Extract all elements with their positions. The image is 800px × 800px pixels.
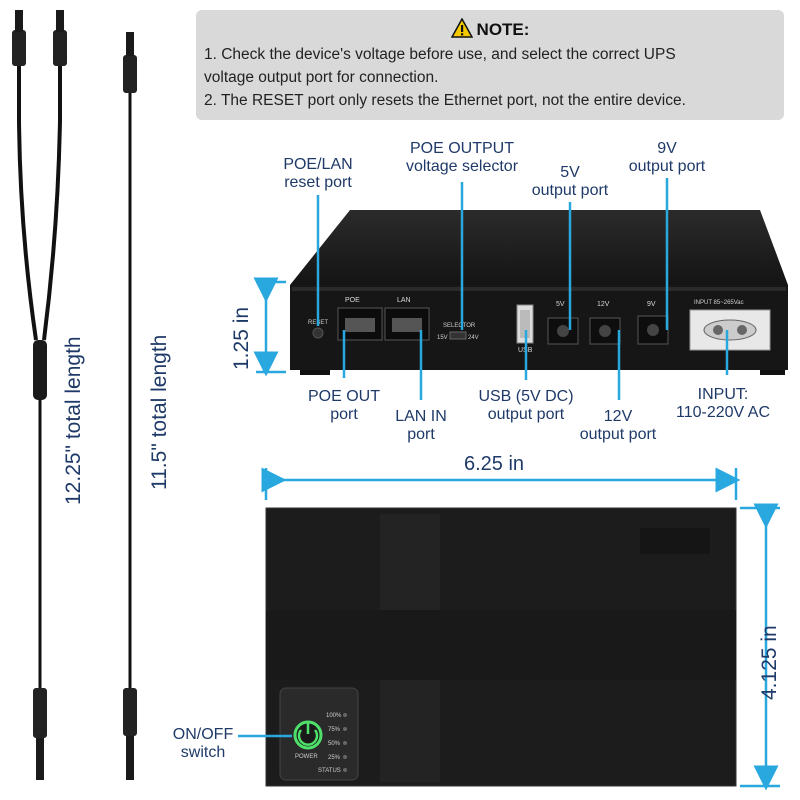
- callout-reset-line2: reset port: [284, 174, 352, 191]
- callout-9v-line1: 9V: [657, 140, 677, 157]
- callout-ac-input: INPUT: 110-220V AC: [660, 386, 786, 422]
- callout-12v-port: 12V output port: [566, 408, 670, 444]
- callout-poe-out-line2: port: [330, 406, 358, 423]
- callout-5v-line1: 5V: [560, 164, 580, 181]
- panel-lan-label: LAN: [397, 297, 411, 304]
- status-75-label: 75%: [328, 727, 341, 733]
- panel-24v-label: 24V: [468, 335, 479, 341]
- y-cable-length-label: 12.25" total length: [62, 336, 85, 505]
- status-50-label: 50%: [328, 741, 341, 747]
- callout-selector-line2: voltage selector: [405, 158, 519, 175]
- callout-lan-in: LAN IN port: [376, 408, 466, 444]
- callout-12v-line2: output port: [579, 426, 657, 443]
- depth-dimension-label: 4.125 in: [758, 625, 781, 700]
- callout-onoff-line2: switch: [180, 744, 226, 761]
- note-line-2: voltage output port for connection.: [204, 69, 439, 86]
- power-icon: [297, 729, 319, 746]
- note-title-row: NOTE:: [196, 17, 784, 43]
- callout-reset-port: POE/LAN reset port: [268, 156, 368, 192]
- callout-poe-selector: POE OUTPUT voltage selector: [392, 140, 532, 176]
- panel-9v-label: 9V: [647, 301, 656, 308]
- note-line-1: 1. Check the device's voltage before use…: [204, 46, 676, 63]
- callout-reset-line1: POE/LAN: [283, 156, 353, 173]
- straight-cable-length-label: 11.5" total length: [148, 334, 171, 490]
- note-line-3: 2. The RESET port only resets the Ethern…: [204, 92, 686, 109]
- callout-on-off: ON/OFF switch: [168, 726, 238, 762]
- panel-5v-label: 5V: [556, 301, 565, 308]
- status-25-label: 25%: [328, 755, 341, 761]
- callout-poe-out: POE OUT port: [292, 388, 396, 424]
- status-label: STATUS: [318, 768, 341, 774]
- warning-icon: [450, 17, 473, 43]
- callout-9v-line2: output port: [628, 158, 706, 175]
- device-top-view: 100% 75% 50% 25% POWER STATUS: [265, 507, 737, 787]
- device-rear-view: RESET POE LAN SELECTOR 15V 24V USB 5V 12…: [290, 210, 788, 375]
- status-100-label: 100%: [326, 713, 342, 719]
- panel-poe-label: POE: [345, 297, 360, 304]
- callout-usb-line2: output port: [487, 406, 565, 423]
- power-label: POWER: [295, 754, 318, 760]
- panel-12v-label: 12V: [597, 301, 610, 308]
- note-title: NOTE:: [476, 20, 530, 39]
- callout-5v-port: 5V output port: [518, 164, 622, 200]
- width-dimension-label: 6.25 in: [464, 453, 525, 475]
- callout-selector-line1: POE OUTPUT: [409, 140, 514, 157]
- height-dimension-label: 1.25 in: [230, 306, 253, 370]
- straight-dc-cable: [123, 32, 137, 780]
- callout-12v-line1: 12V: [603, 408, 633, 425]
- callout-poe-out-line1: POE OUT: [307, 388, 380, 405]
- callout-9v-port: 9V output port: [615, 140, 719, 176]
- callout-usb: USB (5V DC) output port: [466, 388, 586, 424]
- note-box: NOTE: 1. Check the device's voltage befo…: [196, 10, 784, 120]
- callout-lines: [238, 178, 780, 791]
- callout-lan-line1: LAN IN: [395, 408, 447, 425]
- callout-usb-line1: USB (5V DC): [478, 388, 574, 405]
- y-dc-cable: [12, 10, 67, 780]
- panel-input-label: INPUT 85~265Vac: [694, 300, 744, 306]
- callout-5v-line2: output port: [531, 182, 609, 199]
- callout-ac-line1: INPUT:: [697, 386, 749, 403]
- panel-selector-label: SELECTOR: [443, 323, 476, 329]
- panel-15v-label: 15V: [437, 335, 448, 341]
- callout-onoff-line1: ON/OFF: [172, 726, 234, 743]
- callout-ac-line2: 110-220V AC: [676, 404, 770, 421]
- callout-lan-line2: port: [407, 426, 435, 443]
